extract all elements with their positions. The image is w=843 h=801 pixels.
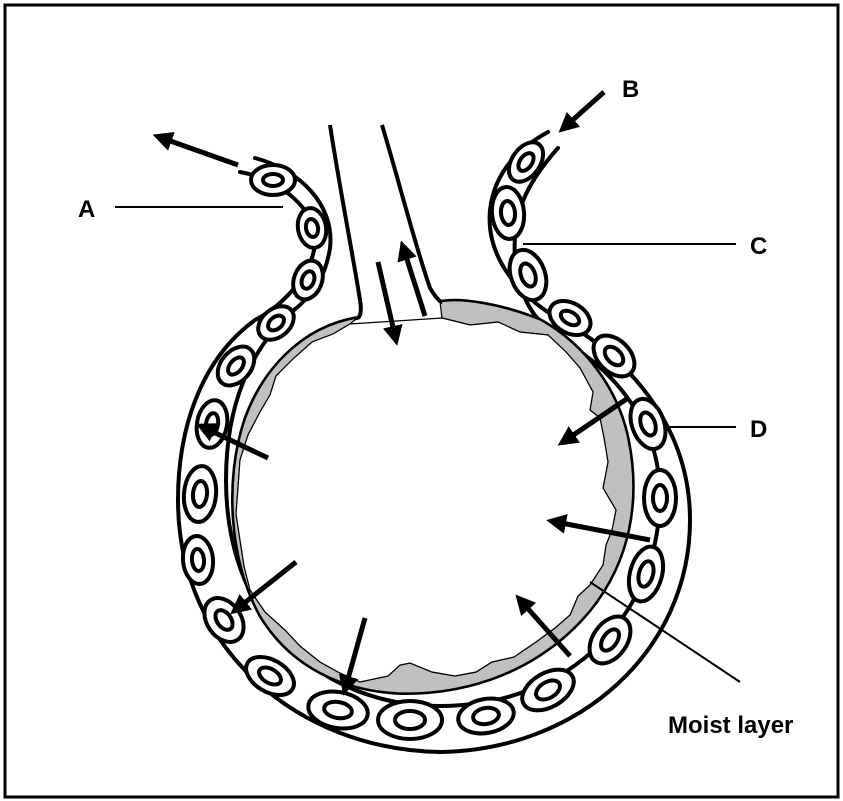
red-blood-cell [181,535,215,585]
red-blood-cell [490,186,526,241]
label-a: A [78,196,95,223]
red-blood-cell [182,465,219,524]
red-blood-cell [644,470,676,526]
red-blood-cell [581,609,639,671]
red-blood-cell [455,694,516,737]
label-c: C [750,233,767,260]
red-blood-cell [193,398,231,450]
red-blood-cell [623,543,668,605]
red-blood-cell [251,165,295,195]
arrow-blood-in [566,92,604,126]
label-d: D [750,416,767,443]
red-blood-cell [288,256,328,303]
red-blood-cell [210,340,261,393]
arrow-blood-out [162,138,238,165]
red-blood-cell [503,245,553,305]
label-moist-layer: Moist layer [668,712,793,739]
red-blood-cell [196,591,251,650]
red-blood-cell [252,299,301,346]
label-b: B [622,76,639,103]
red-blood-cell [378,701,442,739]
red-blood-cell [502,136,550,188]
red-blood-cell [239,649,300,703]
